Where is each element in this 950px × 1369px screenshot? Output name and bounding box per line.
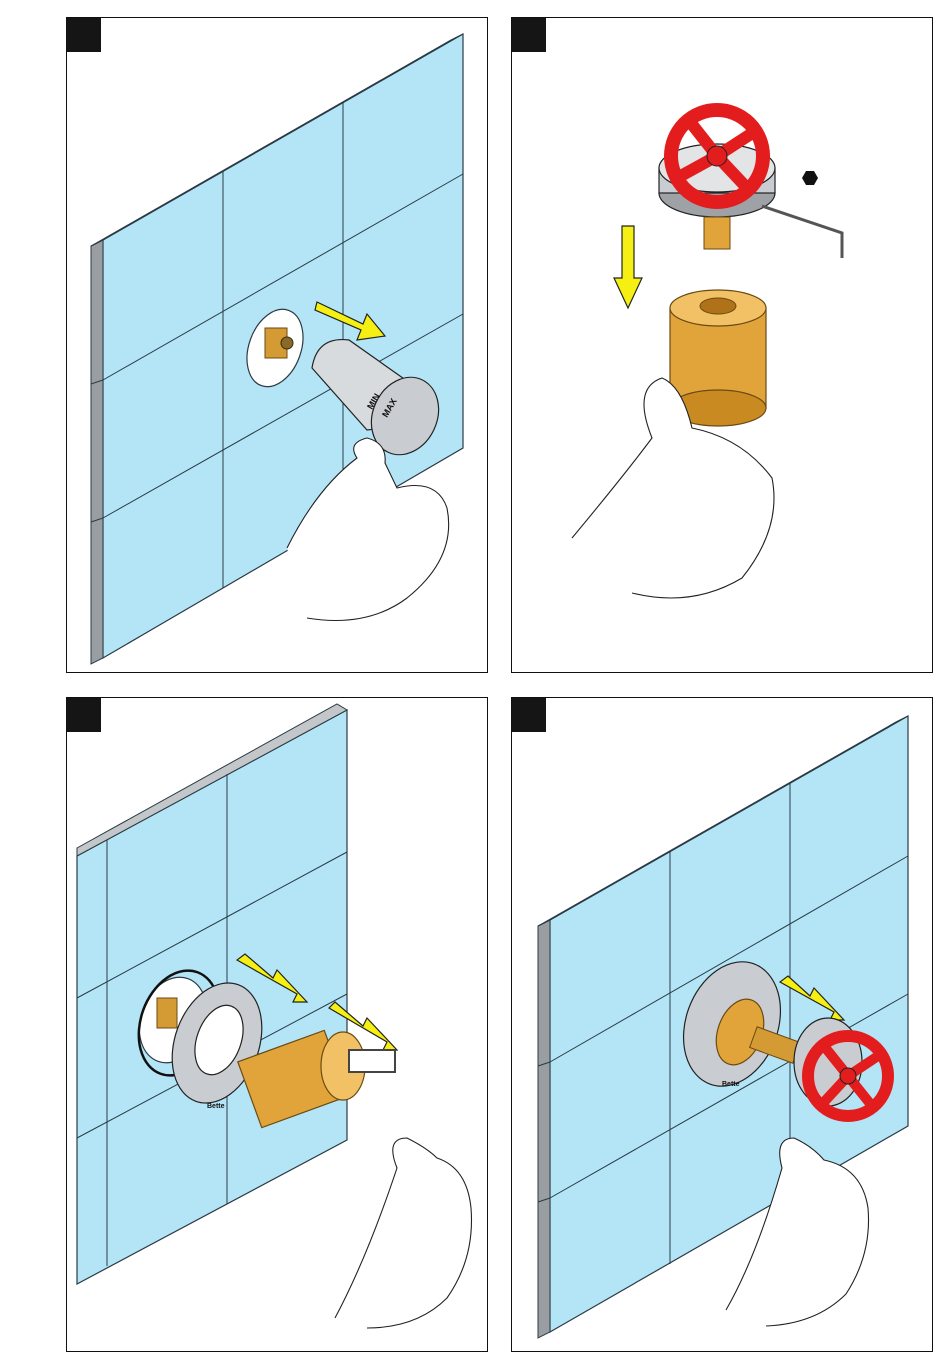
rosette-brand-text: Bette: [207, 1103, 225, 1110]
step-panel-3: Bette: [66, 697, 488, 1352]
wall-edge: [91, 240, 103, 664]
step-4-illustration: Bette: [512, 698, 934, 1353]
step-2-illustration: [512, 18, 934, 674]
step-panel-4: Bette: [511, 697, 933, 1352]
rosette-brand-text: Bette: [722, 1081, 740, 1088]
hex-key-icon: [762, 206, 842, 258]
step-panel-2: [511, 17, 933, 673]
wall-edge: [538, 920, 550, 1338]
step-3-illustration: Bette: [67, 698, 489, 1353]
step-panel-1: MIN MAX: [66, 17, 488, 673]
hex-symbol-icon: [802, 171, 818, 185]
tool-icon: [349, 1050, 395, 1072]
step-1-illustration: MIN MAX: [67, 18, 489, 674]
arrow-down-icon: [614, 226, 642, 308]
hand-icon: [335, 1138, 472, 1328]
